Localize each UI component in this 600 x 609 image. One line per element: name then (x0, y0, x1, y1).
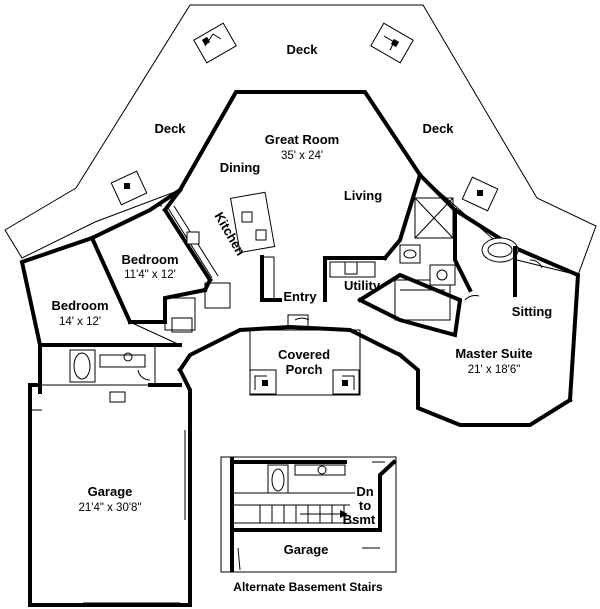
deck-left-label: Deck (154, 121, 186, 136)
great-room-rear-wall (177, 90, 423, 193)
deck-bench-left (110, 170, 148, 206)
bedroom-divider-wall (89, 235, 133, 325)
bedroom-1-label: Bedroom (121, 252, 178, 267)
entry-label: Entry (283, 289, 317, 304)
master-suite-label: Master Suite (455, 346, 532, 361)
porch-bench-left (249, 369, 277, 395)
inset-stairs-label-line3: Bsmt (343, 512, 376, 527)
sitting-label: Sitting (512, 304, 552, 319)
inset-stairs-label-line1: Dn (356, 484, 373, 499)
master-suite-dim: 21' x 18'6" (468, 364, 521, 376)
deck-bench-top-right (370, 22, 414, 64)
garage-wall (28, 367, 192, 607)
garage-dim: 21'4" x 30'8" (78, 502, 141, 514)
deck-right-label: Deck (422, 121, 454, 136)
inset-caption: Alternate Basement Stairs (233, 580, 383, 594)
deck-bench-top-left (193, 22, 237, 64)
master-suite-bay-wall (397, 352, 573, 427)
living-label: Living (344, 188, 382, 203)
inset-garage-label: Garage (284, 542, 329, 557)
alternate-stairs-inset (220, 456, 397, 573)
master-tub (481, 237, 519, 263)
bedroom-2-label: Bedroom (51, 298, 108, 313)
dining-label: Dining (220, 160, 260, 175)
bedroom-1-dim: 11'4" x 12' (124, 269, 176, 281)
covered-porch-label-line1: Covered (278, 347, 330, 362)
covered-porch-label-line2: Porch (286, 362, 323, 377)
garage-label: Garage (88, 484, 133, 499)
great-room-dim: 35' x 24' (281, 150, 323, 162)
bedroom-2-dim: 14' x 12' (59, 316, 101, 328)
inset-stairs-label-line2: to (359, 498, 371, 513)
porch-bench-right (332, 369, 360, 395)
deck-bench-right (461, 176, 499, 212)
front-door (287, 314, 309, 328)
great-room-label: Great Room (265, 132, 339, 147)
utility-label: Utility (344, 278, 381, 293)
front-wall (177, 324, 403, 373)
deck-top-label: Deck (286, 42, 318, 57)
entry-counter (260, 255, 282, 302)
covered-porch (249, 329, 361, 396)
